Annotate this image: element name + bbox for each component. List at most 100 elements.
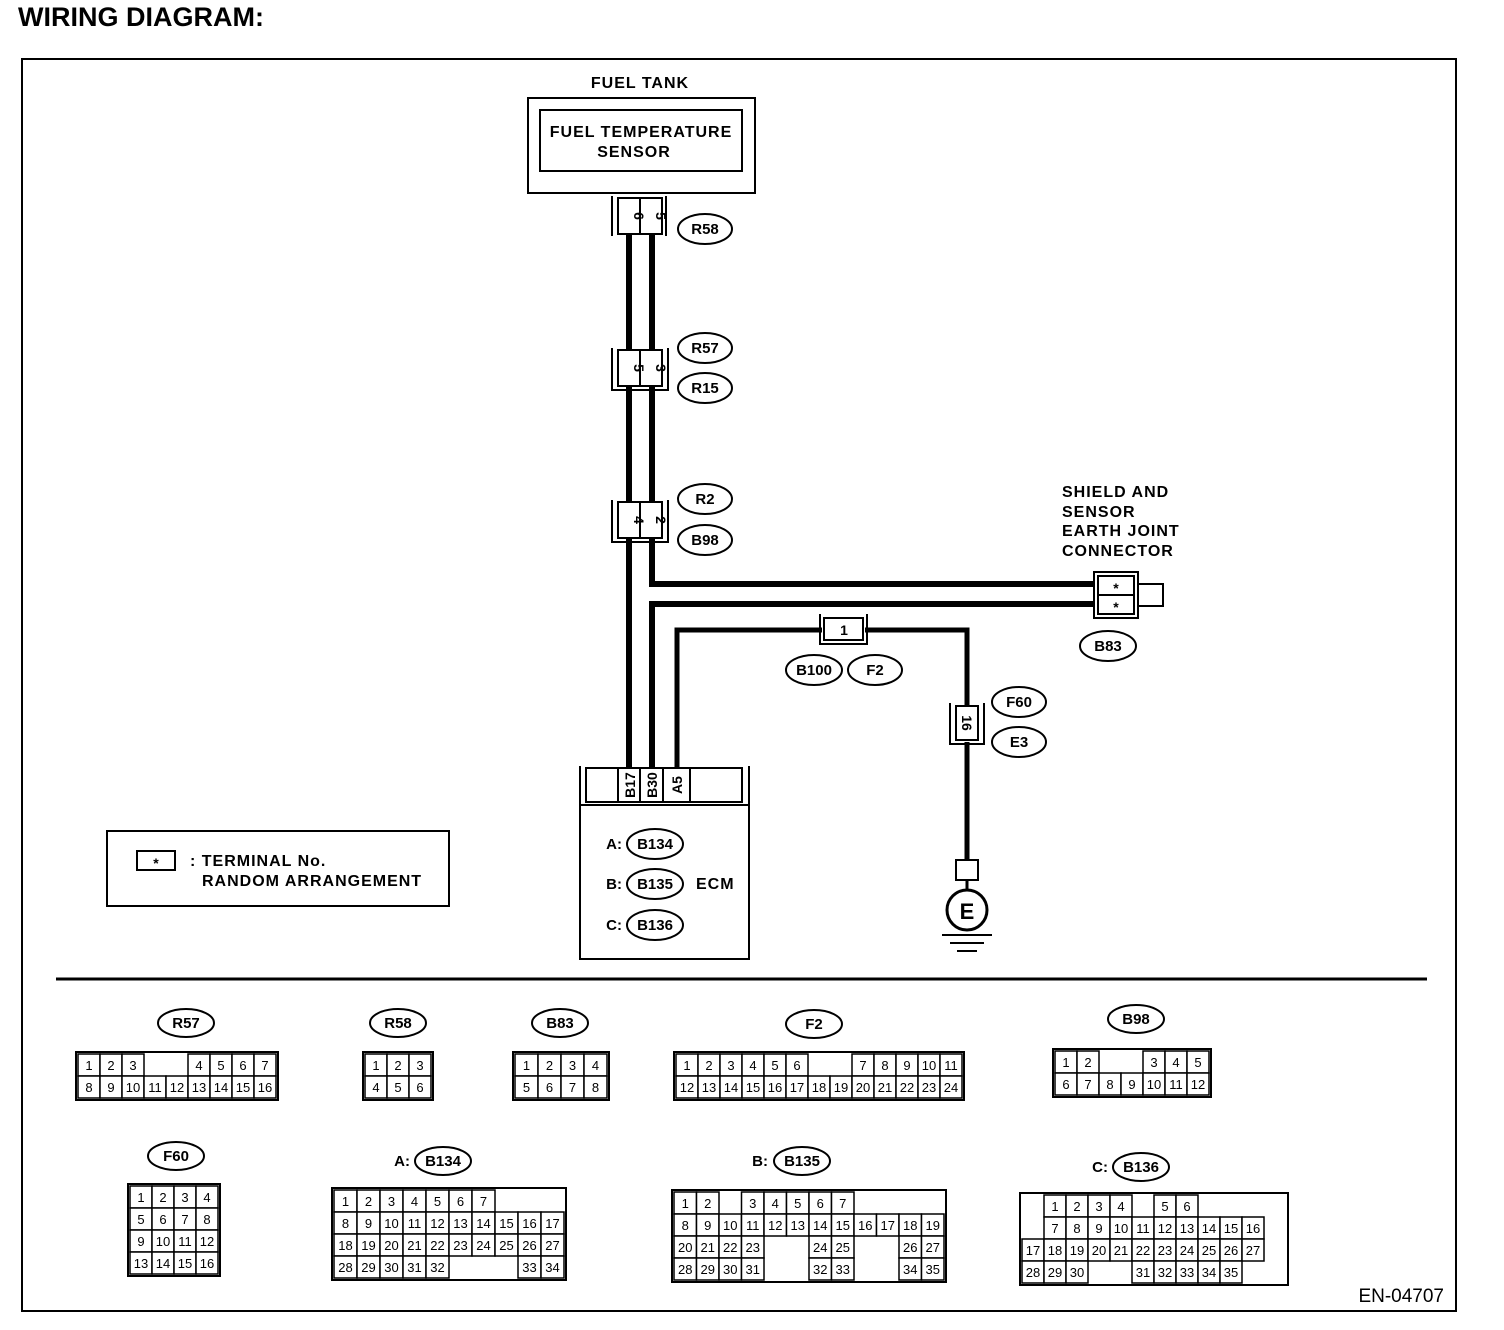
face-b136-cell: 20 <box>1092 1243 1106 1258</box>
ecm-label: ECM <box>696 876 735 893</box>
face-r57-cell: 8 <box>85 1080 92 1095</box>
face-f60-cell: 4 <box>203 1190 210 1205</box>
face-b135-cell: 5 <box>794 1196 801 1211</box>
face-b134-cell: 12 <box>430 1216 444 1231</box>
face-b136-cell: 19 <box>1070 1243 1084 1258</box>
face-b134-cell: 18 <box>338 1238 352 1253</box>
face-f2-cell: 21 <box>878 1080 892 1095</box>
legend-line1: : TERMINAL No. <box>190 853 326 870</box>
sensor-label-line1: FUEL TEMPERATURE <box>550 124 733 141</box>
face-b83-cell: 3 <box>569 1058 576 1073</box>
face-b135-cell: 1 <box>682 1196 689 1211</box>
face-b134-cell: 1 <box>342 1194 349 1209</box>
face-b136-prefix: C: <box>1092 1159 1108 1176</box>
face-b134-cell: 27 <box>545 1238 559 1253</box>
face-b135-cell: 2 <box>704 1196 711 1211</box>
face-f60-cell: 5 <box>137 1212 144 1227</box>
face-b134-cell: 24 <box>476 1238 490 1253</box>
r57-tag: R57 <box>691 340 719 357</box>
face-f2-cell: 24 <box>944 1080 958 1095</box>
wire-b30 <box>649 601 1096 768</box>
r2-pin-1: 4 <box>631 516 647 524</box>
face-f2-cell: 11 <box>944 1058 958 1073</box>
face-b136-cell: 6 <box>1183 1199 1190 1214</box>
face-b98-cell: 1 <box>1062 1055 1069 1070</box>
face-f2-cell: 23 <box>922 1080 936 1095</box>
wire-a5 <box>674 627 822 768</box>
face-f2-cell: 2 <box>705 1058 712 1073</box>
face-b135-cell: 13 <box>791 1218 805 1233</box>
face-f60-cell: 7 <box>181 1212 188 1227</box>
face-r57-cell: 2 <box>107 1058 114 1073</box>
face-b135-cell: 12 <box>768 1218 782 1233</box>
face-b136-cell: 31 <box>1136 1265 1150 1280</box>
face-b136-cell: 7 <box>1051 1221 1058 1236</box>
face-b136-cell: 29 <box>1048 1265 1062 1280</box>
face-b134-cell: 28 <box>338 1260 352 1275</box>
face-b136-cell: 16 <box>1246 1221 1260 1236</box>
r15-tag: R15 <box>691 380 719 397</box>
face-b136-cell: 3 <box>1095 1199 1102 1214</box>
face-f2-cell: 6 <box>793 1058 800 1073</box>
face-b136-cell: 35 <box>1224 1265 1238 1280</box>
ecm-pin-b30: B30 <box>644 772 660 798</box>
face-b98-cell: 4 <box>1172 1055 1179 1070</box>
face-b98-cell: 5 <box>1194 1055 1201 1070</box>
r58-pin-1: 6 <box>631 212 647 220</box>
face-b136-cell: 28 <box>1026 1265 1040 1280</box>
face-b134-cell: 3 <box>388 1194 395 1209</box>
face-b135-cell: 21 <box>701 1240 715 1255</box>
face-b135-cell: 16 <box>858 1218 872 1233</box>
face-b83-cell: 1 <box>523 1058 530 1073</box>
face-r57-cell: 1 <box>85 1058 92 1073</box>
face-r57-cell: 9 <box>107 1080 114 1095</box>
face-r57-cell: 13 <box>192 1080 206 1095</box>
shield-joint-connector: SHIELD AND SENSOR EARTH JOINT CONNECTOR … <box>1062 484 1179 662</box>
face-b134-cell: 26 <box>522 1238 536 1253</box>
face-b83-cell: 4 <box>592 1058 599 1073</box>
wire-a5-b <box>865 627 970 706</box>
face-b135-cell: 29 <box>701 1262 715 1277</box>
face-b83-cell: 7 <box>569 1080 576 1095</box>
face-b135-prefix: B: <box>752 1153 768 1170</box>
face-b136-cell: 24 <box>1180 1243 1194 1258</box>
face-b83-cell: 2 <box>546 1058 553 1073</box>
face-b136-cell: 30 <box>1070 1265 1084 1280</box>
face-f60-cell: 11 <box>178 1234 192 1249</box>
face-f2-cell: 1 <box>683 1058 690 1073</box>
face-r57-cell: 12 <box>170 1080 184 1095</box>
ecm-pin-a5: A5 <box>669 776 685 794</box>
face-f2-cell: 17 <box>790 1080 804 1095</box>
diagram-frame <box>21 58 1457 1312</box>
f60-pin: 16 <box>959 715 975 731</box>
face-b135-cell: 28 <box>678 1262 692 1277</box>
face-b134-cell: 34 <box>545 1260 559 1275</box>
face-b136-cell: 14 <box>1202 1221 1216 1236</box>
face-b134-cell: 33 <box>522 1260 536 1275</box>
b98-tag: B98 <box>691 532 719 549</box>
face-b98-cell: 11 <box>1169 1077 1183 1092</box>
ecm-prefix-b: B: <box>606 876 622 893</box>
face-f2-cell: 13 <box>702 1080 716 1095</box>
face-b134-cell: 5 <box>434 1194 441 1209</box>
face-r57-cell: 14 <box>214 1080 228 1095</box>
face-b136-cell: 32 <box>1158 1265 1172 1280</box>
legend: * : TERMINAL No. RANDOM ARRANGEMENT <box>106 830 450 907</box>
face-b134-cell: 31 <box>407 1260 421 1275</box>
face-b136-cell: 11 <box>1136 1221 1150 1236</box>
face-r58-cell: 4 <box>372 1080 379 1095</box>
face-b136-tag: B136 <box>1123 1159 1159 1176</box>
face-r58-tag: R58 <box>384 1015 412 1032</box>
fuel-tank-label: FUEL TANK <box>591 75 689 92</box>
face-r57-cell: 11 <box>148 1080 162 1095</box>
face-b135-cell: 31 <box>746 1262 760 1277</box>
r2-pin-2: 2 <box>653 516 669 524</box>
connector-f60-e3: 16 F60 E3 <box>949 686 1047 758</box>
ecm-tag-b134: B134 <box>637 836 674 853</box>
face-b135-cell: 6 <box>817 1196 824 1211</box>
face-b136-cell: 26 <box>1224 1243 1238 1258</box>
